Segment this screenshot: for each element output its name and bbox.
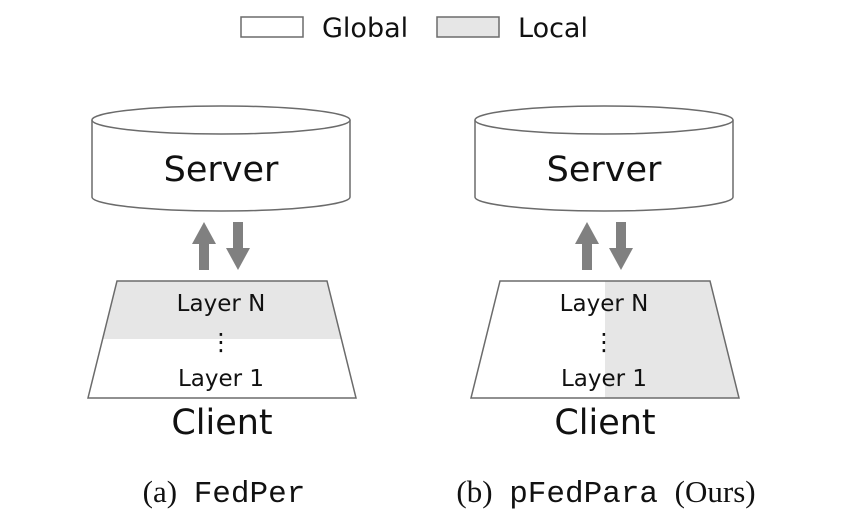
arrow-down-icon — [609, 222, 633, 270]
legend-global-swatch — [240, 16, 304, 38]
layer-dots: ⋮ — [209, 328, 233, 356]
client-trapezoid: Layer N ⋮ Layer 1 — [470, 280, 740, 399]
layer-n-label: Layer N — [560, 291, 649, 317]
legend: Global Local — [240, 13, 588, 44]
arrow-down-icon — [226, 222, 250, 270]
arrow-up-icon — [575, 222, 599, 270]
caption-prefix: (a) — [143, 474, 177, 509]
legend-local-label: Local — [518, 13, 588, 44]
layer-1-label: Layer 1 — [561, 366, 647, 392]
server-label: Server — [547, 150, 662, 190]
caption-fedper: (a) FedPer — [143, 474, 306, 512]
layer-n-label: Layer N — [177, 291, 266, 317]
legend-global-label: Global — [322, 13, 408, 44]
server-cylinder: Server — [91, 105, 351, 212]
server-label: Server — [164, 150, 279, 190]
client-trapezoid: Layer N ⋮ Layer 1 — [87, 280, 357, 399]
caption-suffix: (Ours) — [675, 474, 756, 509]
caption-method: FedPer — [194, 477, 306, 512]
layer-1-label: Layer 1 — [178, 366, 264, 392]
caption-pfedpara: (b) pFedPara (Ours) — [456, 474, 755, 512]
panel-pfedpara: Server Layer N ⋮ Layer 1 Client (b) pFed… — [456, 105, 756, 512]
client-label: Client — [171, 403, 272, 443]
caption-method: pFedPara — [509, 477, 658, 512]
server-cylinder: Server — [474, 105, 734, 212]
layer-dots: ⋮ — [592, 328, 616, 356]
legend-local-swatch — [436, 16, 500, 38]
panel-fedper: Server Layer N ⋮ Layer 1 Client (a) FedP… — [87, 105, 357, 512]
arrow-up-icon — [192, 222, 216, 270]
local-region — [88, 281, 356, 339]
caption-prefix: (b) — [456, 474, 492, 509]
client-label: Client — [554, 403, 655, 443]
